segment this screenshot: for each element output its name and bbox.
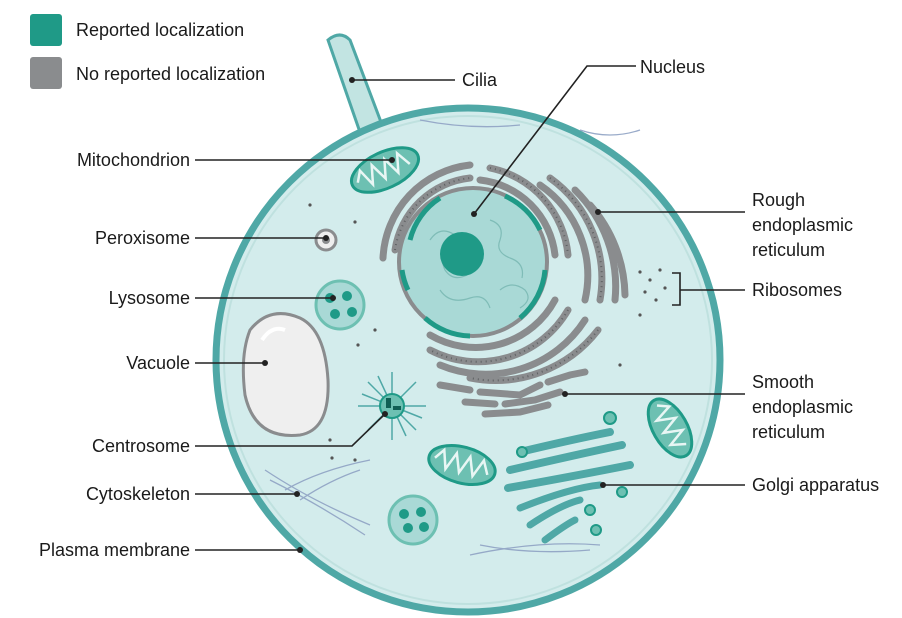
legend-label-reported: Reported localization: [76, 20, 244, 40]
label-rough-er-line2: endoplasmic: [752, 215, 853, 235]
legend: Reported localization No reported locali…: [30, 14, 265, 89]
label-smooth-er-line3: reticulum: [752, 422, 825, 442]
label-plasma-membrane: Plasma membrane: [39, 540, 190, 560]
lysosome: [316, 281, 364, 329]
label-smooth-er-line2: endoplasmic: [752, 397, 853, 417]
label-rough-er-line3: reticulum: [752, 240, 825, 260]
label-cilia: Cilia: [462, 70, 498, 90]
label-rough-er-line1: Rough: [752, 190, 805, 210]
label-peroxisome: Peroxisome: [95, 228, 190, 248]
legend-label-not-reported: No reported localization: [76, 64, 265, 84]
label-ribosomes: Ribosomes: [752, 280, 842, 300]
label-smooth-er-line1: Smooth: [752, 372, 814, 392]
label-mitochondrion: Mitochondrion: [77, 150, 190, 170]
label-cytoskeleton: Cytoskeleton: [86, 484, 190, 504]
nucleolus: [440, 232, 484, 276]
nucleus: [399, 188, 547, 336]
label-vacuole: Vacuole: [126, 353, 190, 373]
label-nucleus: Nucleus: [640, 57, 705, 77]
legend-swatch-reported: [30, 14, 62, 46]
lysosome-secondary: [389, 496, 437, 544]
legend-swatch-not-reported: [30, 57, 62, 89]
label-centrosome: Centrosome: [92, 436, 190, 456]
label-lysosome: Lysosome: [109, 288, 190, 308]
label-golgi-apparatus: Golgi apparatus: [752, 475, 879, 495]
vacuole: [243, 314, 328, 436]
